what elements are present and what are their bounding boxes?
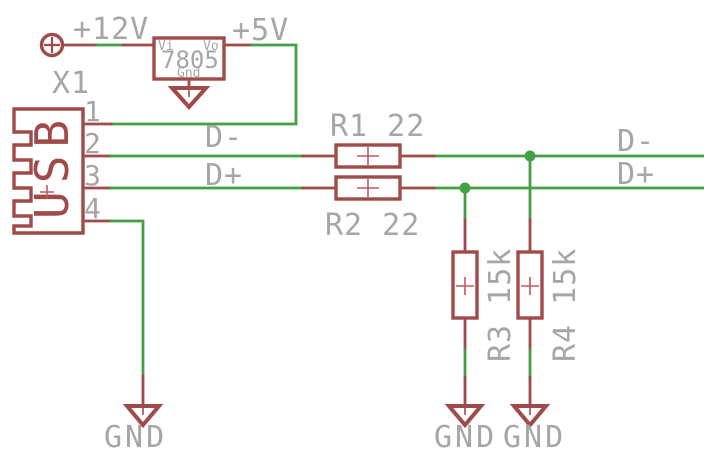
origin-cross xyxy=(456,277,474,295)
gnd-symbol-usb[interactable] xyxy=(122,374,164,429)
power-12v-label: +12V xyxy=(73,12,149,47)
resistor-r3[interactable] xyxy=(451,218,479,352)
net-usb-gnd-wire[interactable] xyxy=(109,219,145,378)
power-12v-symbol[interactable] xyxy=(39,32,99,58)
regulator-gnd-label: Gnd xyxy=(177,66,200,81)
origin-cross xyxy=(357,179,379,197)
origin-cross xyxy=(357,147,379,165)
usb-pin-1-number: 1 xyxy=(84,95,101,128)
power-5v-label: +5V xyxy=(232,13,289,48)
gnd-label-r3: GND xyxy=(434,420,497,455)
resistor-r1-label: R1 22 xyxy=(330,109,425,144)
usb-value-label: USB xyxy=(25,112,79,219)
origin-cross xyxy=(40,185,54,199)
usb-pin-2-number: 2 xyxy=(84,127,101,160)
regulator-7805[interactable]: Vi Vo 7805 Gnd xyxy=(121,36,254,90)
junction-dot xyxy=(524,150,536,162)
resistor-r4-label: R4 15k xyxy=(548,248,583,362)
plus-icon xyxy=(44,37,60,53)
resistor-r2-label: R2 22 xyxy=(325,208,420,243)
resistor-r1[interactable] xyxy=(301,143,436,169)
regulator-vi-label: Vi xyxy=(158,39,174,54)
regulator-value-label: 7805 xyxy=(161,46,219,74)
usb-pin-3-number: 3 xyxy=(84,159,101,192)
gnd-symbol-r3[interactable] xyxy=(444,375,486,429)
gnd-label-usb: GND xyxy=(104,420,167,455)
net-dplus-right-label: D+ xyxy=(617,157,655,192)
usb-designator-label: X1 xyxy=(52,66,90,101)
gnd-symbol-r4[interactable] xyxy=(509,375,551,429)
net-dminus-right-label: D- xyxy=(617,124,655,159)
usb-pin-4-number: 4 xyxy=(84,192,101,225)
net-5v-wire[interactable] xyxy=(109,43,298,126)
usb-connector[interactable]: USB 1 2 3 4 xyxy=(12,95,113,235)
usb-connector-body[interactable] xyxy=(12,107,85,235)
resistor-r2[interactable] xyxy=(301,175,436,201)
net-dplus-left-label: D+ xyxy=(205,158,243,193)
origin-cross xyxy=(521,277,539,295)
gnd-symbol-regulator[interactable] xyxy=(167,86,211,110)
resistor-r3-label: R3 15k xyxy=(483,248,518,362)
gnd-label-r4: GND xyxy=(503,420,566,455)
resistor-r4[interactable] xyxy=(516,218,544,352)
junction-dot xyxy=(459,182,471,194)
regulator-vo-label: Vo xyxy=(203,39,219,54)
net-dminus-left-label: D- xyxy=(205,120,243,155)
